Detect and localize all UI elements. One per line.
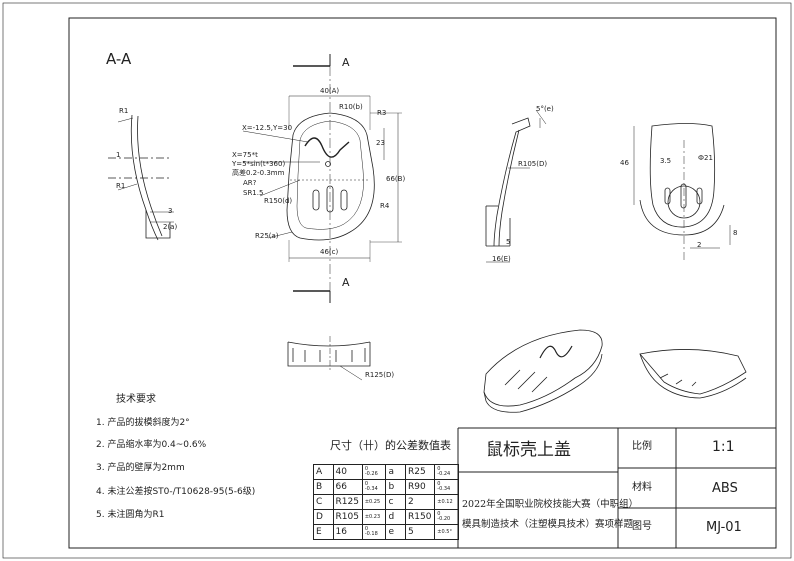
dim-1: 1 <box>116 151 121 159</box>
row-letter: E <box>313 524 334 540</box>
row-letter: A <box>313 464 334 480</box>
isometric-view-2 <box>639 349 747 399</box>
row-tol: 0-0.34 <box>361 479 387 495</box>
cut-label-bottom: A <box>342 276 350 289</box>
row-value: R125 <box>332 494 363 510</box>
dim-46: 46 <box>620 159 629 167</box>
dim-40a: 40(A) <box>320 87 340 95</box>
side-view <box>485 109 547 263</box>
tolerance-table: A 40 0-0.26 a R25 0-0.24 B 66 0-0.34 b R… <box>313 464 459 540</box>
table-row: D R105 ±0.23 d R150 0-0.20 <box>313 509 459 525</box>
tech-req-item: 2. 产品缩水率为0.4~0.6% <box>96 440 207 450</box>
row-letter: e <box>385 524 407 540</box>
dim-r1-top: R1 <box>119 107 129 115</box>
dim-5deg-e: 5°(e) <box>536 105 554 113</box>
inner-border <box>68 17 777 549</box>
dim-5: 5 <box>506 238 511 246</box>
row-tol: 0-0.34 <box>434 479 459 495</box>
dim-ar: AR? <box>243 179 257 187</box>
dim-eq3: 高差0.2-0.3mm <box>232 169 285 177</box>
row-value: 66 <box>332 479 363 495</box>
dim-r125d: R125(D) <box>365 371 395 379</box>
dim-16e: 16(E) <box>492 255 511 263</box>
material-label: 材料 <box>632 482 652 493</box>
row-letter: b <box>385 479 407 495</box>
top-view <box>633 123 731 262</box>
dim-23: 23 <box>376 139 385 147</box>
dim-dia21: Ф21 <box>698 154 713 162</box>
tech-req-item: 3. 产品的壁厚为2mm <box>96 463 185 473</box>
dim-r150d: R150(d) <box>264 197 293 205</box>
row-value: R25 <box>405 464 436 480</box>
row-letter: D <box>313 509 334 525</box>
row-tol: 0-0.20 <box>434 509 459 525</box>
scale-label: 比例 <box>632 441 652 452</box>
row-value: R90 <box>405 479 436 495</box>
row-tol: 0-0.26 <box>361 464 387 480</box>
contest-line-1: 2022年全国职业院校技能大赛（中职组） <box>462 499 639 510</box>
dim-eq2: Y=5*sin(t*360) <box>232 160 286 168</box>
dim-2a: 2(a) <box>163 223 178 231</box>
dim-r4: R4 <box>380 202 390 210</box>
tech-req-item: 4. 未注公差按ST0-/T10628-95(5-6级) <box>96 487 256 497</box>
dim-x-coord: X=-12.5,Y=30 <box>242 124 293 132</box>
row-letter: d <box>385 509 407 525</box>
table-row: B 66 0-0.34 b R90 0-0.34 <box>313 479 459 495</box>
row-value: R150 <box>405 509 436 525</box>
section-view-aa <box>108 114 174 241</box>
row-value: 40 <box>332 464 363 480</box>
dim-r25a: R25(a) <box>255 232 279 240</box>
front-view <box>242 95 402 262</box>
dim-r3: R3 <box>377 109 387 117</box>
table-row: A 40 0-0.26 a R25 0-0.24 <box>313 464 459 480</box>
dim-3: 3 <box>168 207 173 215</box>
row-value: 16 <box>332 524 363 540</box>
row-tol: 0-0.18 <box>361 524 387 540</box>
tech-req-item: 1. 产品的拔模斜度为2° <box>96 418 190 428</box>
contest-line-2: 模具制造技术（注塑模具技术）赛项样题 <box>462 519 634 530</box>
table-row: C R125 ±0.25 c 2 ±0.12 <box>313 494 459 510</box>
cut-label-top: A <box>342 56 350 69</box>
dim-r105d: R105(D) <box>518 160 548 168</box>
dim-8: 8 <box>733 229 738 237</box>
row-letter: a <box>385 464 407 480</box>
dim-r1-bottom: R1 <box>116 182 126 190</box>
row-letter: B <box>313 479 334 495</box>
row-tol: 0-0.24 <box>434 464 459 480</box>
dim-2-right: 2 <box>697 241 702 249</box>
row-value: 2 <box>405 494 436 510</box>
section-label: A-A <box>106 50 132 68</box>
scale-value: 1:1 <box>712 439 735 455</box>
row-value: 5 <box>405 524 436 540</box>
tolerance-table-title: 尺寸（卄）的公差数值表 <box>330 439 451 452</box>
tech-req-item: 5. 未注圆角为R1 <box>96 510 165 520</box>
drawing-no-value: MJ-01 <box>706 520 742 535</box>
dim-r10b: R10(b) <box>339 103 363 111</box>
material-value: ABS <box>712 481 738 496</box>
row-letter: c <box>385 494 407 510</box>
row-tol: ±0.5° <box>434 524 459 540</box>
row-value: R105 <box>332 509 363 525</box>
row-tol: ±0.23 <box>361 509 387 525</box>
dim-sr15: SR1.5 <box>243 189 264 197</box>
table-row: E 16 0-0.18 e 5 ±0.5° <box>313 524 459 540</box>
part-name: 鼠标壳上盖 <box>486 440 571 460</box>
dim-eq1: X=75*t <box>232 151 258 159</box>
dim-3-5: 3.5 <box>660 157 672 165</box>
drawing-no-label: 图号 <box>632 521 652 532</box>
isometric-view-1 <box>483 329 603 413</box>
dim-46c: 46(c) <box>320 248 339 256</box>
tech-req-title: 技术要求 <box>116 394 156 405</box>
dim-66b: 66(B) <box>386 175 406 183</box>
bottom-view <box>287 336 371 381</box>
cut-plane-markers <box>293 54 331 303</box>
row-tol: ±0.12 <box>434 494 459 510</box>
row-tol: ±0.25 <box>361 494 387 510</box>
row-letter: C <box>313 494 334 510</box>
